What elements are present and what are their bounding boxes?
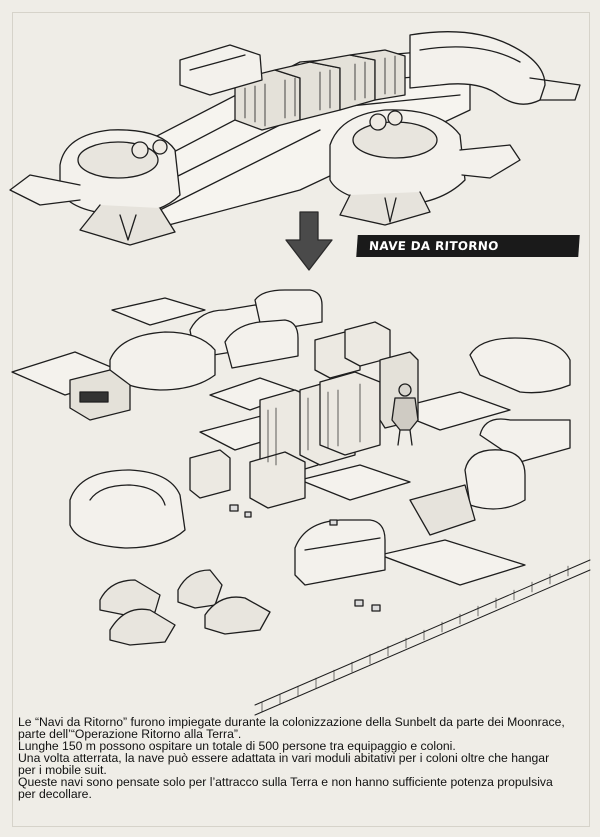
caption-line: per decollare. bbox=[18, 787, 92, 801]
assembled-ship-drawing bbox=[9, 31, 581, 246]
caption-line: Lunghe 150 m possono ospitare un totale … bbox=[18, 739, 456, 753]
page-frame bbox=[12, 12, 590, 827]
caption-line: per i mobile suit. bbox=[18, 763, 107, 777]
caption-text: Le “Navi da Ritorno” furono impiegate du… bbox=[18, 716, 584, 800]
caption-line: Queste navi sono pensate solo per l’attr… bbox=[18, 775, 553, 789]
caption-line: parte dell’“Operazione Ritorno alla Terr… bbox=[18, 727, 242, 741]
caption-line: Una volta atterrata, la nave può essere … bbox=[18, 751, 550, 765]
mobile-suit-figure bbox=[391, 383, 419, 446]
ship-name-label: NAVE DA RITORNO bbox=[356, 235, 580, 257]
down-arrow-icon bbox=[285, 211, 333, 271]
caption-line: Le “Navi da Ritorno” furono impiegate du… bbox=[18, 715, 565, 729]
deployed-modules-drawing bbox=[11, 289, 591, 716]
